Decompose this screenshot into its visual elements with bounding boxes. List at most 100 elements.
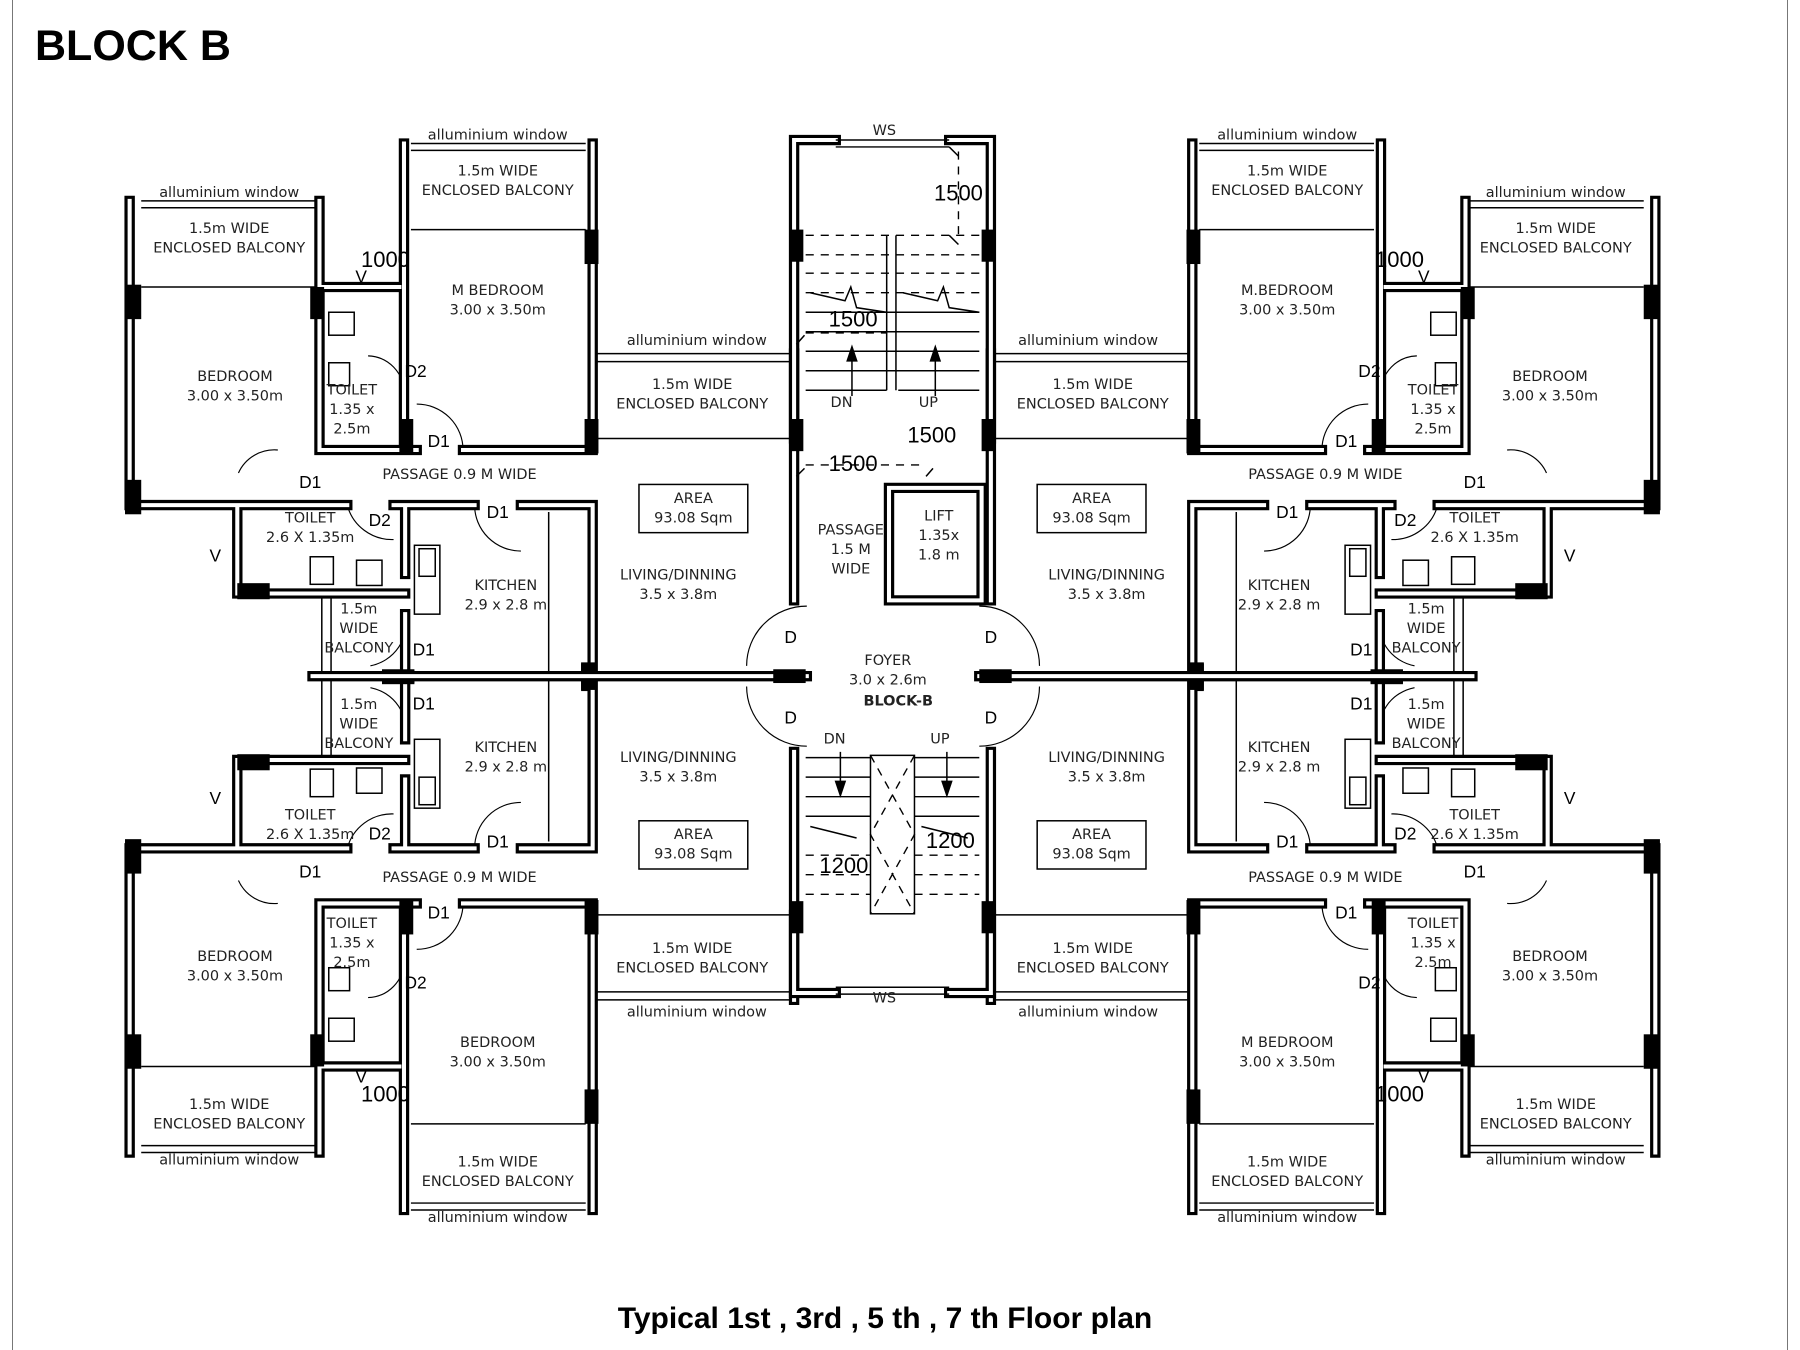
dimension-1000: 1000 — [361, 1082, 410, 1107]
door-d1-label: D1 — [1335, 903, 1357, 923]
small-balcony-label: WIDE — [1407, 621, 1446, 637]
bedroom-label: BEDROOM — [197, 949, 272, 965]
master-bedroom-label: 3.00 x 3.50m — [450, 1054, 546, 1070]
toilet-small-label: 2.5m — [333, 955, 370, 971]
area-label: AREA — [674, 827, 713, 843]
toilet-small-label: TOILET — [326, 382, 378, 398]
ventilator-label: V — [355, 267, 367, 287]
toilet-large-label: TOILET — [1448, 808, 1500, 824]
small-balcony-label: 1.5m — [340, 602, 377, 618]
enclosed-balcony-label: ENCLOSED BALCONY — [422, 183, 574, 199]
door-d-label: D — [985, 708, 998, 728]
enclosed-balcony-label: ENCLOSED BALCONY — [1017, 397, 1169, 413]
living-dining-label: 3.5 x 3.8m — [639, 587, 717, 603]
master-bedroom-label: 3.00 x 3.50m — [1239, 1054, 1335, 1070]
toilet-large-label: TOILET — [1448, 510, 1500, 526]
kitchen-label: KITCHEN — [1248, 740, 1311, 756]
core-passage-label: 1.5 M — [831, 542, 871, 558]
kitchen-label: KITCHEN — [475, 740, 538, 756]
enclosed-balcony-label: 1.5m WIDE — [652, 941, 732, 957]
living-dining-label: 3.5 x 3.8m — [639, 770, 717, 786]
dimension-1000: 1000 — [1375, 247, 1424, 272]
area-label: 93.08 Sqm — [1052, 847, 1130, 863]
window-label: alluminium window — [428, 127, 568, 143]
door-d1-label: D1 — [1276, 831, 1298, 851]
enclosed-balcony-label: 1.5m WIDE — [1516, 1097, 1596, 1113]
door-d2-label: D2 — [1358, 361, 1380, 381]
toilet-small-label: 2.5m — [1415, 955, 1452, 971]
door-d-label: D — [784, 708, 797, 728]
dimension-1500: 1500 — [829, 451, 878, 476]
sheet-border — [12, 0, 1788, 1350]
foyer-label: FOYER — [864, 653, 911, 669]
small-balcony-label: WIDE — [339, 716, 378, 732]
passage-label: PASSAGE 0.9 M WIDE — [382, 870, 536, 886]
enclosed-balcony-label: 1.5m WIDE — [652, 377, 732, 393]
window-label: alluminium window — [1217, 1210, 1357, 1226]
living-dining-label: 3.5 x 3.8m — [1068, 770, 1146, 786]
enclosed-balcony-label: ENCLOSED BALCONY — [153, 1116, 305, 1132]
kitchen-label: 2.9 x 2.8 m — [465, 598, 547, 614]
master-bedroom-label: 3.00 x 3.50m — [1239, 303, 1335, 319]
bedroom-label: BEDROOM — [1512, 949, 1587, 965]
enclosed-balcony-label: 1.5m WIDE — [458, 1154, 538, 1170]
door-d2-label: D2 — [1358, 973, 1380, 993]
stair-up-label: UP — [919, 395, 939, 411]
kitchen-label: 2.9 x 2.8 m — [465, 759, 547, 775]
toilet-small-label: TOILET — [1407, 916, 1459, 932]
toilet-small-label: 1.35 x — [1410, 402, 1456, 418]
dimension-1200: 1200 — [926, 828, 975, 853]
stair-core-bottom — [788, 746, 997, 999]
window-label: alluminium window — [159, 185, 299, 201]
kitchen-label: 2.9 x 2.8 m — [1238, 759, 1320, 775]
window-label: alluminium window — [1018, 1005, 1158, 1021]
door-d1-label: D1 — [1350, 640, 1372, 660]
area-box — [1036, 820, 1147, 870]
door-d1-label: D1 — [487, 831, 509, 851]
stair-dn-label: DN — [831, 395, 853, 411]
window-label: alluminium window — [1217, 127, 1357, 143]
small-balcony-label: 1.5m — [1408, 697, 1445, 713]
area-label: 93.08 Sqm — [654, 510, 732, 526]
window-label: alluminium window — [627, 1005, 767, 1021]
door-d1-label: D1 — [428, 903, 450, 923]
kitchen-label: KITCHEN — [475, 578, 538, 594]
ws-label-bottom: WS — [873, 991, 896, 1007]
enclosed-balcony-label: 1.5m WIDE — [1052, 941, 1132, 957]
small-balcony-label: BALCONY — [324, 736, 393, 752]
living-dining-label: LIVING/DINNING — [1048, 568, 1165, 584]
lift-label: 1.35x — [918, 528, 959, 544]
dimension-1000: 1000 — [361, 247, 410, 272]
door-d1-label: D1 — [413, 694, 435, 714]
ventilator-label: V — [1418, 1067, 1430, 1087]
door-d1-label: D1 — [487, 502, 509, 522]
toilet-small-label: 2.5m — [333, 421, 370, 437]
foyer-label: 3.0 x 2.6m — [849, 673, 927, 689]
passage-label: PASSAGE 0.9 M WIDE — [382, 467, 536, 483]
living-dining-label: LIVING/DINNING — [1048, 750, 1165, 766]
foyer-block-label: BLOCK-B — [863, 693, 933, 709]
enclosed-balcony-label: ENCLOSED BALCONY — [1017, 960, 1169, 976]
bedroom-label: 3.00 x 3.50m — [1502, 968, 1598, 984]
door-d-label: D — [985, 627, 998, 647]
enclosed-balcony-label: ENCLOSED BALCONY — [422, 1174, 574, 1190]
area-label: AREA — [674, 491, 713, 507]
area-label: 93.08 Sqm — [654, 847, 732, 863]
window-label: alluminium window — [428, 1210, 568, 1226]
toilet-small-label: 2.5m — [1415, 421, 1452, 437]
door-d1-label: D1 — [299, 472, 321, 492]
passage-label: PASSAGE 0.9 M WIDE — [1248, 467, 1402, 483]
window-label: alluminium window — [1486, 185, 1626, 201]
area-label: 93.08 Sqm — [1052, 510, 1130, 526]
door-d1-label: D1 — [1464, 861, 1486, 881]
small-balcony-label: WIDE — [339, 621, 378, 637]
stair-core-top — [746, 134, 1041, 747]
core-passage-label: PASSAGE — [818, 522, 884, 538]
door-d2-label: D2 — [1394, 510, 1416, 530]
small-balcony-label: BALCONY — [1392, 641, 1461, 657]
enclosed-balcony-label: ENCLOSED BALCONY — [153, 241, 305, 257]
window-label: alluminium window — [1018, 333, 1158, 349]
